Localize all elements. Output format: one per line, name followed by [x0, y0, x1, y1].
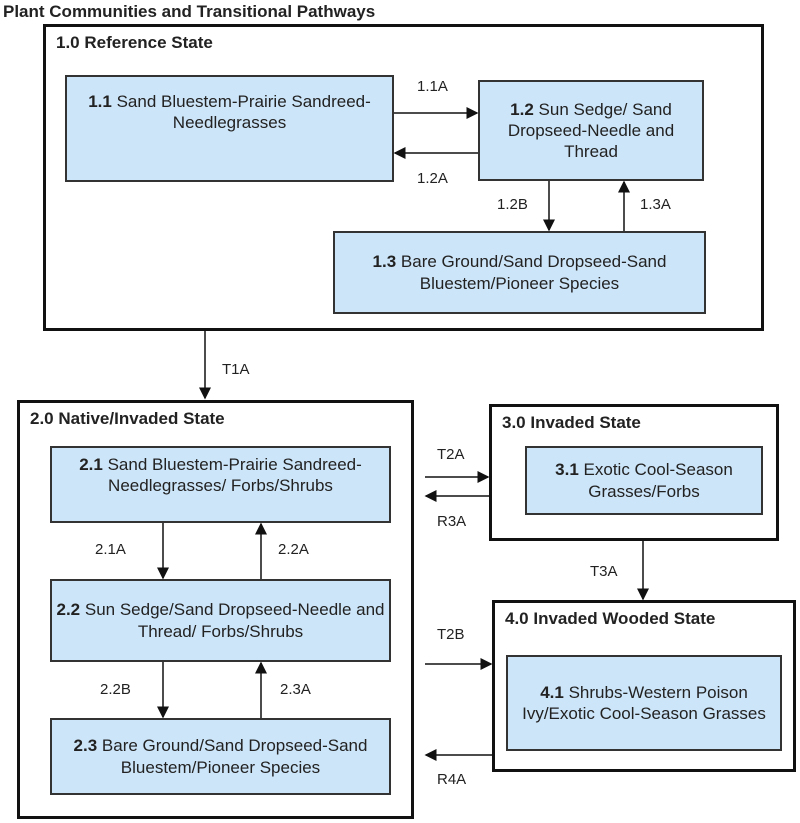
- label-T1A: T1A: [222, 361, 250, 378]
- community-1-2: 1.2 Sun Sedge/ Sand Dropseed-Needle and …: [478, 80, 704, 181]
- community-name: Bare Ground/Sand Dropseed-Sand Bluestem/…: [101, 736, 368, 777]
- community-number: 4.1: [540, 682, 564, 702]
- community-number: 1.3: [372, 252, 397, 272]
- label-R3A: R3A: [437, 513, 467, 530]
- label-R4A: R4A: [437, 771, 467, 788]
- label-T2A: T2A: [437, 446, 465, 463]
- community-3-1: 3.1 Exotic Cool-Season Grasses/Forbs: [525, 446, 763, 515]
- label-2-2B: 2.2B: [100, 681, 131, 698]
- community-4-1: 4.1 Shrubs-Western Poison Ivy/Exotic Coo…: [506, 655, 782, 751]
- community-2-2: 2.2 Sun Sedge/Sand Dropseed-Needle and T…: [50, 579, 391, 662]
- state-3-title: 3.0 Invaded State: [502, 413, 641, 432]
- label-1-2A: 1.2A: [417, 170, 448, 187]
- label-T3A: T3A: [590, 563, 618, 580]
- community-1-1: 1.1 Sand Bluestem-Prairie Sandreed-Needl…: [65, 75, 394, 182]
- community-2-3: 2.3 Bare Ground/Sand Dropseed-Sand Blues…: [50, 718, 391, 795]
- community-name: Sand Bluestem-Prairie Sandreed-Needlegra…: [107, 455, 362, 496]
- diagram-title: Plant Communities and Transitional Pathw…: [3, 2, 376, 21]
- label-1-2B: 1.2B: [497, 196, 528, 213]
- community-number: 1.2: [510, 99, 534, 119]
- label-2-1A: 2.1A: [95, 541, 126, 558]
- community-number: 1.1: [88, 92, 112, 111]
- state-1-title: 1.0 Reference State: [56, 33, 213, 52]
- community-number: 3.1: [555, 460, 579, 480]
- community-name: Sun Sedge/Sand Dropseed-Needle and Threa…: [84, 600, 385, 641]
- label-1-3A: 1.3A: [640, 196, 671, 213]
- community-number: 2.3: [73, 736, 98, 756]
- label-T2B: T2B: [437, 626, 465, 643]
- community-number: 2.2: [56, 600, 81, 620]
- label-2-2A: 2.2A: [278, 541, 309, 558]
- community-name: Shrubs-Western Poison Ivy/Exotic Cool-Se…: [522, 682, 766, 723]
- community-name: Sand Bluestem-Prairie Sandreed-Needlegra…: [116, 92, 371, 133]
- community-name: Bare Ground/Sand Dropseed-Sand Bluestem/…: [400, 252, 667, 293]
- community-name: Exotic Cool-Season Grasses/Forbs: [583, 460, 733, 501]
- community-number: 2.1: [79, 455, 103, 474]
- label-1-1A: 1.1A: [417, 78, 448, 95]
- community-name: Sun Sedge/ Sand Dropseed-Needle and Thre…: [507, 99, 675, 162]
- state-4-title: 4.0 Invaded Wooded State: [505, 609, 716, 628]
- community-1-3: 1.3 Bare Ground/Sand Dropseed-Sand Blues…: [333, 231, 706, 314]
- label-2-3A: 2.3A: [280, 681, 311, 698]
- community-2-1: 2.1 Sand Bluestem-Prairie Sandreed-Needl…: [50, 446, 391, 523]
- state-2-title: 2.0 Native/Invaded State: [30, 409, 225, 428]
